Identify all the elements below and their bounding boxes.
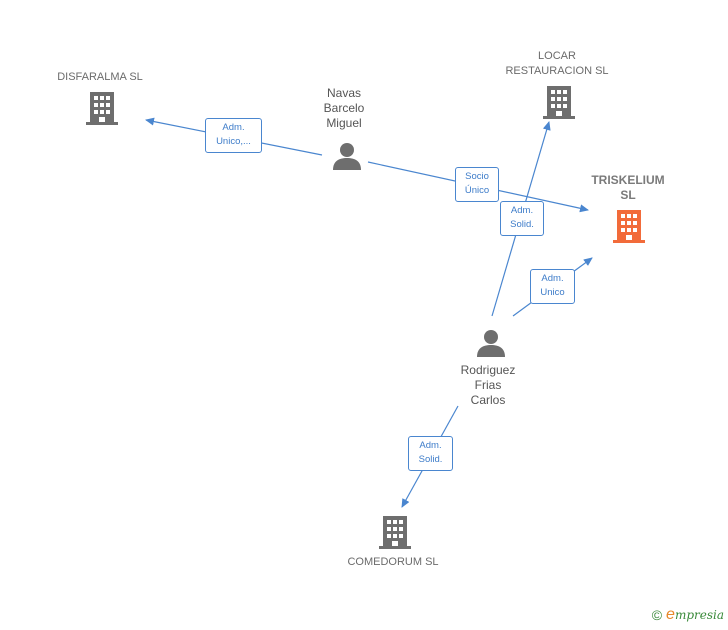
locar-label[interactable]: LOCAR RESTAURACION SL [490, 49, 624, 79]
building-icon[interactable] [379, 514, 411, 550]
locar-label-line2: RESTAURACION SL [505, 65, 609, 77]
rodriguez-label-line3: Carlos [470, 393, 506, 407]
edge-label-line1: Adm. [541, 273, 564, 284]
edge-label-line2: Unico,... [216, 136, 251, 147]
brand-initial: e [666, 606, 675, 623]
edge-label-rodriguez-locar[interactable]: Adm. Solid. [500, 201, 544, 236]
edge-label-navas-triskelium[interactable]: Socio Único [455, 167, 499, 202]
edge-label-rodriguez-comedorum[interactable]: Adm. Solid. [408, 436, 453, 471]
navas-label-line3: Miguel [326, 116, 362, 130]
edge-label-line2: Solid. [418, 454, 443, 465]
triskelium-label[interactable]: TRISKELIUM SL [580, 173, 676, 203]
locar-label-line1: LOCAR [538, 50, 576, 62]
edge-label-rodriguez-triskelium[interactable]: Adm. Unico [530, 269, 575, 304]
navas-label-line2: Barcelo [323, 101, 365, 115]
disfaralma-label[interactable]: DISFARALMA SL [57, 71, 143, 83]
edge-label-line1: Adm. [419, 440, 442, 451]
edge-label-line1: Adm. [222, 122, 245, 133]
brand-logo: empresia [666, 606, 724, 624]
copyright-symbol: © [651, 607, 663, 623]
edge-label-line2: Unico [540, 287, 565, 298]
edge-label-navas-disfaralma[interactable]: Adm. Unico,... [205, 118, 262, 153]
person-icon[interactable] [332, 141, 362, 171]
building-icon-highlighted[interactable] [612, 208, 646, 244]
triskelium-label-line2: SL [620, 188, 636, 202]
footer-brand: © empresia [652, 606, 724, 624]
rodriguez-label[interactable]: Rodriguez Frias Carlos [444, 363, 532, 408]
building-icon[interactable] [86, 90, 118, 126]
edge-label-line2: Solid. [510, 219, 534, 230]
edge-label-line1: Adm. [510, 205, 534, 216]
building-icon[interactable] [543, 84, 575, 120]
brand-name: mpresia [674, 608, 724, 622]
navas-label[interactable]: Navas Barcelo Miguel [304, 86, 384, 131]
triskelium-label-line1: TRISKELIUM [591, 173, 665, 187]
rodriguez-label-line2: Frias [474, 378, 502, 392]
rodriguez-label-line1: Rodriguez [460, 363, 516, 377]
edge-label-line1: Socio [465, 171, 489, 182]
edge-label-line2: Único [464, 185, 490, 196]
comedorum-label[interactable]: COMEDORUM SL [347, 556, 439, 568]
navas-label-line1: Navas [326, 86, 361, 100]
person-icon[interactable] [476, 328, 506, 358]
